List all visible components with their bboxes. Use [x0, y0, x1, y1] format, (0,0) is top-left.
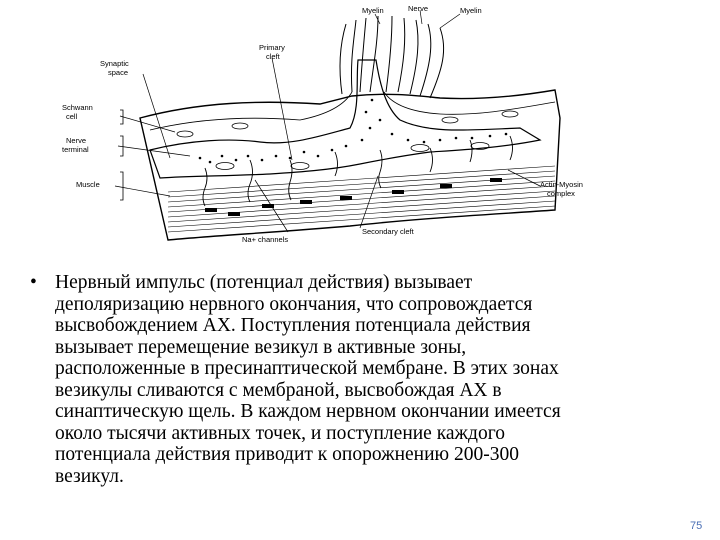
text-line: Нервный импульс (потенциал действия) выз… — [55, 272, 473, 293]
label-schwann-cell-1: Schwann — [62, 103, 93, 112]
diagram-labels: Myelin Nerve Myelin Primary cleft Synapt… — [62, 4, 583, 244]
nerve-terminal — [149, 59, 542, 179]
label-primary-cleft-2: cleft — [266, 52, 281, 61]
label-nerve: Nerve — [408, 4, 428, 13]
text-line: около тысячи активных точек, и поступлен… — [55, 422, 505, 444]
label-synaptic-space-2: space — [108, 68, 128, 77]
text-line: расположенные в пресинаптической мембран… — [55, 358, 559, 379]
label-actin-myosin-2: complex — [547, 189, 575, 198]
text-line: везикул. — [55, 465, 124, 487]
label-primary-cleft-1: Primary — [259, 43, 285, 52]
label-nerve-terminal-1: Nerve — [66, 136, 86, 145]
text-line: везикулы сливаются с мембраной, высвобож… — [55, 379, 502, 401]
label-muscle: Muscle — [76, 180, 100, 189]
label-nerve-terminal-2: terminal — [62, 145, 89, 154]
label-myelin-left: Myelin — [362, 6, 384, 15]
bullet-text: Нервный импульс (потенциал действия) выз… — [55, 272, 695, 487]
label-actin-myosin-1: Actin-Myosin — [540, 180, 583, 189]
label-leader-lines — [114, 9, 541, 233]
schwann-cell-layer — [149, 91, 556, 138]
label-secondary-cleft: Secondary cleft — [362, 227, 415, 236]
text-line: высвобождением АХ. Поступления потенциал… — [55, 315, 531, 336]
text-line: вызывает перемещение везикул в активные … — [55, 336, 467, 358]
label-na-channels: Na+ channels — [242, 235, 288, 244]
bullet-marker: • — [30, 272, 37, 293]
label-myelin-right: Myelin — [460, 6, 482, 15]
text-line: синаптическую щель. В каждом нервном око… — [55, 401, 561, 422]
label-schwann-cell-2: cell — [66, 112, 78, 121]
nerve-fibers — [339, 15, 445, 99]
label-brackets — [120, 109, 124, 201]
label-synaptic-space-1: Synaptic — [100, 59, 129, 68]
text-line: потенциала действия приводит к опорожнен… — [55, 444, 519, 465]
muscle-fiber-block — [139, 89, 561, 241]
neuromuscular-junction-diagram: Myelin Nerve Myelin Primary cleft Synapt… — [62, 4, 583, 244]
page-number: 75 — [690, 520, 703, 532]
text-line: деполяризацию нервного окончания, что со… — [55, 293, 533, 315]
